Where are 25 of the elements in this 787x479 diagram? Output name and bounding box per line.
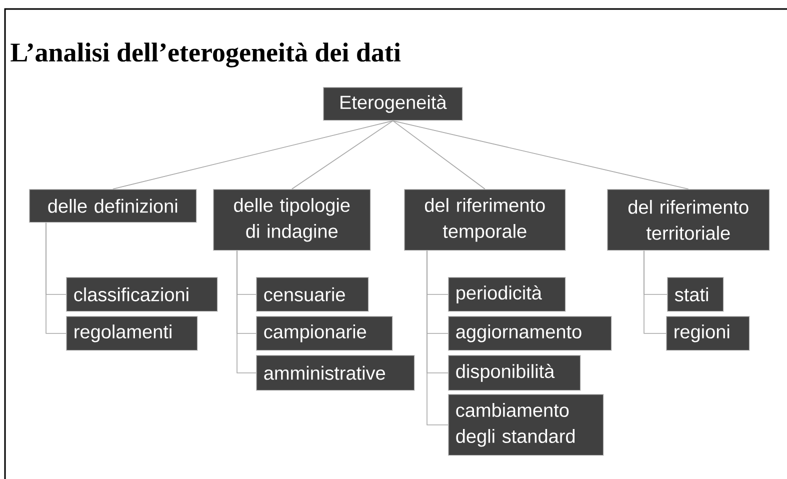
category-box: amministrative (256, 355, 415, 391)
category-box: disponibilità (448, 355, 581, 391)
connector-line (292, 120, 394, 190)
connector-line (426, 250, 448, 426)
connector-line (644, 250, 666, 334)
category-box: regolamenti (66, 316, 198, 351)
connector-line (392, 120, 486, 190)
connector-line (392, 120, 689, 190)
category-box: periodicità (448, 277, 566, 312)
connector-line (46, 222, 66, 334)
connector-line (112, 120, 394, 190)
category-box: censuarie (256, 277, 369, 312)
category-box: Eterogeneità (323, 87, 463, 121)
category-box: del riferimento temporale (404, 189, 566, 251)
category-box: regioni (666, 316, 750, 351)
category-box: delle definizioni (29, 189, 197, 223)
category-box: classificazioni (66, 277, 218, 312)
category-box: stati (667, 277, 724, 312)
category-box: aggiornamento (448, 316, 612, 351)
category-box: campionarie (256, 316, 393, 351)
slide-title: L’analisi dell’eterogeneità dei dati (10, 42, 401, 68)
category-box: del riferimento territoriale (607, 189, 770, 251)
category-box: cambiamento degli standard (448, 394, 604, 456)
connector-line (236, 250, 256, 374)
category-box: delle tipologie di indagine (213, 189, 371, 251)
